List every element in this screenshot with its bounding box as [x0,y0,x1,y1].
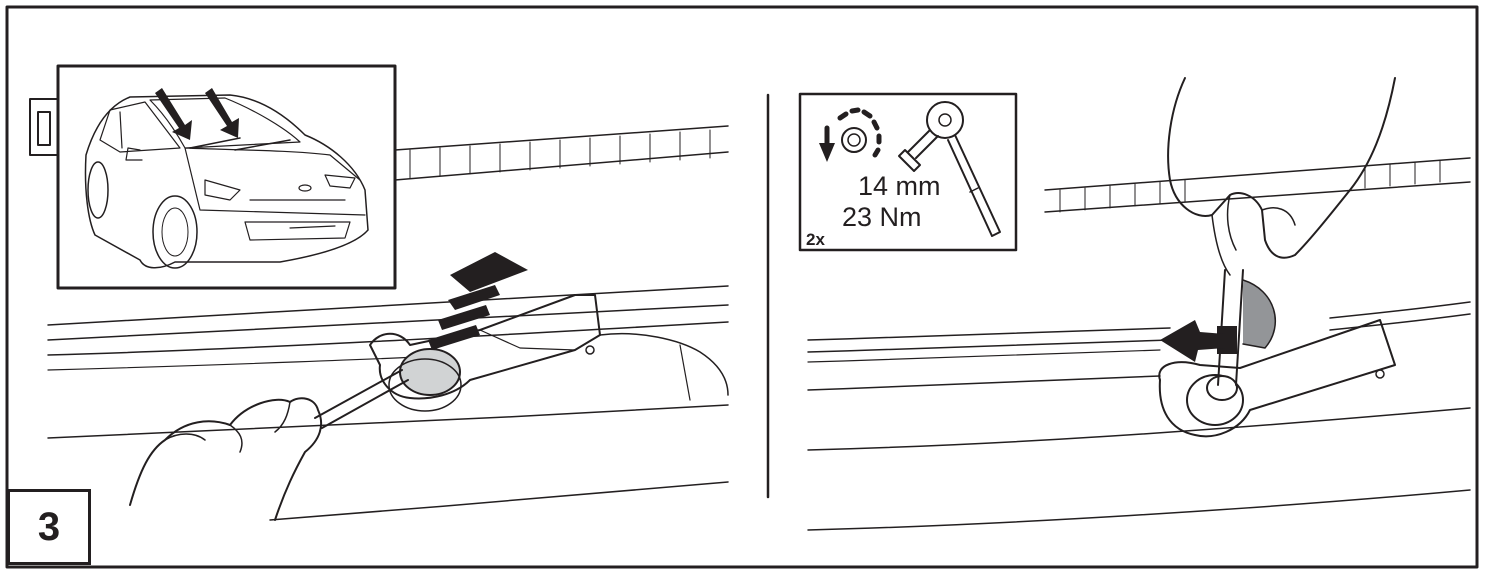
car-overview-inset [58,66,395,288]
lift-arrow-icon [428,252,528,350]
step-number: 3 [38,507,60,547]
socket-size-label: 14 mm [858,173,941,200]
torque-label: 23 Nm [842,204,922,231]
quantity-label: 2x [806,231,825,248]
step-number-box: 3 [7,489,91,565]
rotate-arrow-band [1243,280,1275,348]
rotate-arrow-icon [1160,320,1225,362]
